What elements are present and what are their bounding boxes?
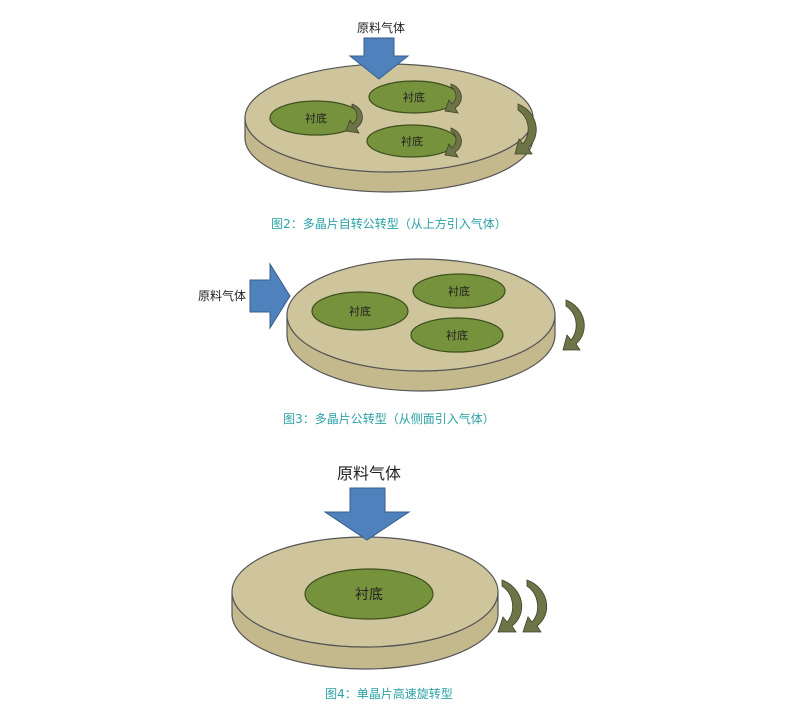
gas-label: 原料气体 — [337, 464, 401, 483]
figure-caption: 图2：多晶片自转公转型（从上方引入气体） — [271, 216, 507, 231]
gas-label: 原料气体 — [198, 288, 246, 303]
disk-rotation-arrow-icon — [562, 299, 585, 351]
gas-inlet-arrow-icon — [348, 37, 410, 80]
substrate-label: 衬底 — [446, 328, 468, 342]
substrate-label: 衬底 — [403, 90, 425, 104]
figure-caption: 图3：多晶片公转型（从侧面引入气体） — [283, 411, 495, 426]
substrate-wafer — [304, 568, 434, 620]
substrate-label: 衬底 — [305, 111, 327, 125]
substrate-label: 衬底 — [349, 304, 371, 318]
figure-3: 衬底 衬底 衬底 原料气体 图3：多晶片公转型（从侧面引入气体） — [198, 258, 585, 426]
substrate-label: 衬底 — [355, 587, 383, 603]
substrate-wafer — [412, 273, 506, 309]
substrate-rotation-arrow-icon — [345, 103, 363, 134]
figure-4: 衬底 原料气体 图4：单晶片高速旋转型 — [231, 464, 548, 701]
figure-caption: 图4：单晶片高速旋转型 — [325, 686, 453, 701]
substrate-rotation-arrow-icon — [444, 83, 462, 114]
disk-rotation-arrow-icon — [497, 579, 523, 633]
gas-label: 原料气体 — [357, 20, 405, 35]
figure-2: 衬底 衬底 衬底 原料气体 图2：多晶片自转公转型（从上方引入气体） — [244, 20, 537, 231]
substrate-rotation-arrow-icon — [444, 127, 462, 158]
substrate-label: 衬底 — [448, 284, 470, 298]
gas-inlet-arrow-icon — [323, 487, 411, 541]
gas-inlet-arrow-icon — [249, 262, 291, 330]
substrate-wafer — [410, 317, 504, 353]
disk-rotation-arrow-icon — [514, 103, 537, 155]
substrate-label: 衬底 — [401, 134, 423, 148]
disk-rotation-arrow-icon — [522, 579, 548, 633]
substrate-wafer — [311, 291, 409, 331]
